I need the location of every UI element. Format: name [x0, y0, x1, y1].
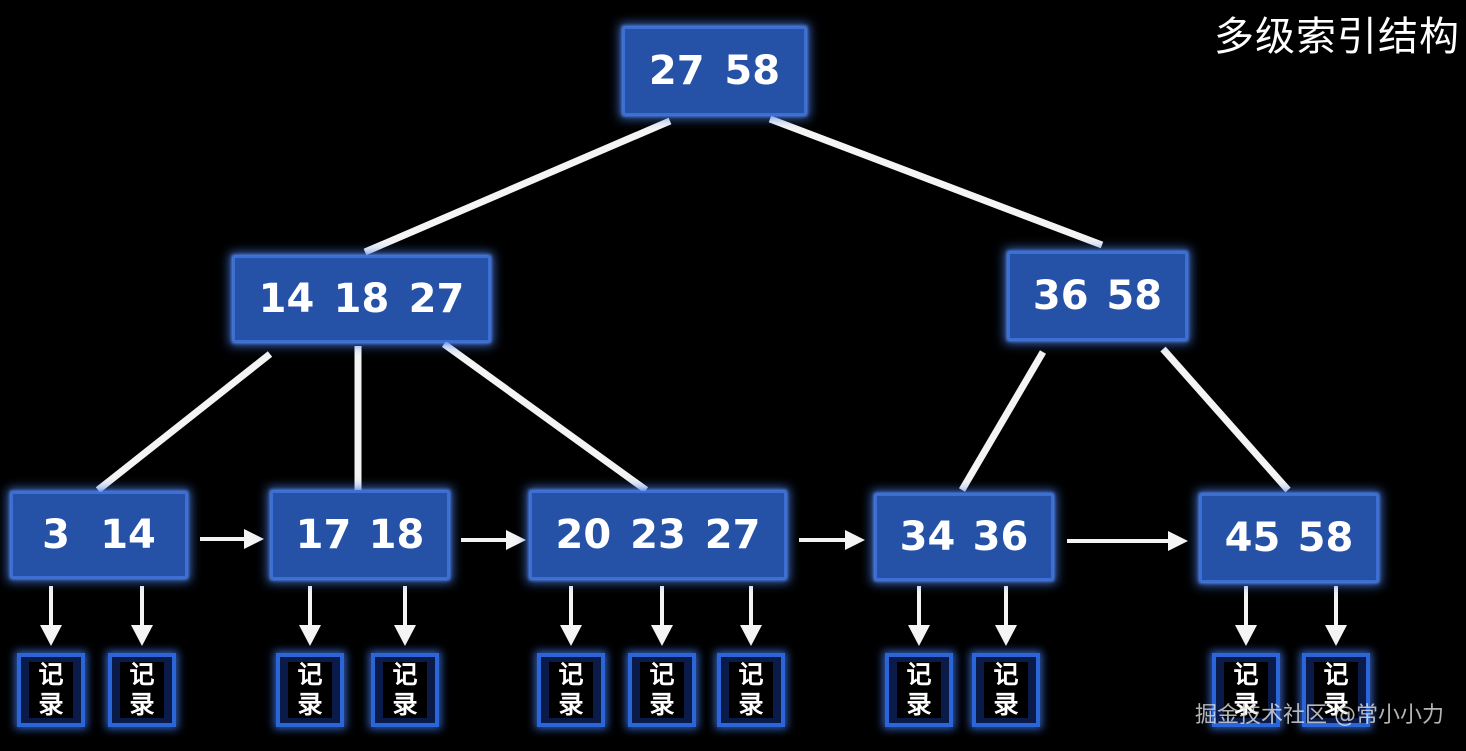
root-key-2: 58 — [724, 48, 781, 94]
leaf-4-key-1: 34 — [899, 514, 956, 560]
internal-node-left: 14 18 27 — [233, 256, 490, 342]
record-box: 记录 — [972, 653, 1040, 727]
leaf-link-arrow-4 — [1067, 531, 1188, 551]
leaf-node-3: 20 23 27 — [530, 491, 786, 579]
record-box-inner: 记录 — [288, 660, 332, 719]
record-label-char: 记 — [129, 660, 155, 689]
watermark: 掘金技术社区 @常小小力 — [1195, 703, 1444, 728]
record-label-char: 录 — [38, 690, 64, 719]
record-box-inner: 记录 — [1314, 660, 1358, 719]
leaf-link-arrow-3 — [799, 530, 865, 550]
internal-right-key-2: 58 — [1106, 273, 1163, 319]
leaf-2-key-1: 17 — [295, 512, 352, 558]
record-label-char: 记 — [1323, 660, 1349, 689]
leaf-4-key-2: 36 — [972, 514, 1029, 560]
record-label-char: 记 — [38, 660, 64, 689]
leaf-1-key-2: 14 — [100, 512, 156, 558]
record-label-char: 录 — [129, 690, 155, 719]
record-label-char: 录 — [392, 690, 418, 719]
internal-left-key-1: 14 — [258, 276, 315, 322]
record-pointer-arrow — [131, 586, 153, 646]
root-key-1: 27 — [648, 48, 705, 94]
edge-internal-right-to-leaf-5 — [1160, 346, 1291, 493]
record-label-char: 录 — [297, 690, 323, 719]
record-pointer-arrow — [995, 586, 1017, 646]
record-label-char: 录 — [649, 690, 675, 719]
record-pointer-arrow — [299, 586, 321, 646]
record-pointer-arrow — [651, 586, 673, 646]
edge-internal-right-to-leaf-4 — [958, 350, 1047, 492]
leaf-2-key-2: 18 — [368, 512, 425, 558]
record-label-char: 录 — [906, 690, 932, 719]
record-label-char: 记 — [649, 660, 675, 689]
record-label-char: 记 — [1233, 660, 1259, 689]
internal-right-key-1: 36 — [1032, 273, 1089, 319]
record-label-char: 录 — [993, 690, 1019, 719]
internal-left-key-2: 18 — [333, 276, 390, 322]
record-box: 记录 — [537, 653, 605, 727]
record-box: 记录 — [108, 653, 176, 727]
record-label-char: 录 — [1323, 690, 1349, 719]
record-label-char: 记 — [906, 660, 932, 689]
leaf-3-key-3: 27 — [704, 512, 761, 558]
leaf-3-key-1: 20 — [555, 512, 612, 558]
record-label-char: 记 — [392, 660, 418, 689]
internal-node-right: 36 58 — [1008, 252, 1187, 340]
leaf-link-arrow-2 — [461, 530, 526, 550]
leaf-node-4: 34 36 — [875, 494, 1053, 580]
record-pointer-arrows — [40, 586, 1347, 646]
root-node: 27 58 — [623, 27, 806, 115]
leaf-1-key-1: 3 — [42, 512, 70, 558]
record-pointer-arrow — [560, 586, 582, 646]
record-box-inner: 记录 — [29, 660, 73, 719]
leaf-5-key-1: 45 — [1224, 515, 1281, 561]
record-box: 记录 — [717, 653, 785, 727]
record-label-char: 记 — [993, 660, 1019, 689]
record-pointer-arrow — [40, 586, 62, 646]
record-pointer-arrow — [1325, 586, 1347, 646]
leaf-node-1: 3 14 — [11, 492, 187, 578]
record-label-char: 录 — [1233, 690, 1259, 719]
record-box: 记录 — [371, 653, 439, 727]
edge-root-to-internal-right — [768, 115, 1104, 249]
record-box: 记录 — [1212, 653, 1280, 727]
record-pointer-arrow — [394, 586, 416, 646]
record-box-inner: 记录 — [729, 660, 773, 719]
record-box: 记录 — [885, 653, 953, 727]
record-pointer-arrow — [740, 586, 762, 646]
record-box-inner: 记录 — [1224, 660, 1268, 719]
record-box: 记录 — [17, 653, 85, 727]
record-box-inner: 记录 — [120, 660, 164, 719]
record-box-inner: 记录 — [549, 660, 593, 719]
record-box-inner: 记录 — [640, 660, 684, 719]
leaf-node-2: 17 18 — [271, 491, 449, 579]
record-pointer-arrow — [908, 586, 930, 646]
record-label-char: 录 — [738, 690, 764, 719]
record-box: 记录 — [628, 653, 696, 727]
record-box-inner: 记录 — [383, 660, 427, 719]
record-box: 记录 — [276, 653, 344, 727]
edge-root-to-internal-left — [363, 117, 672, 256]
leaf-3-key-2: 23 — [630, 512, 686, 558]
edge-internal-left-to-leaf-3 — [441, 341, 649, 493]
leaf-5-key-2: 58 — [1297, 515, 1354, 561]
record-pointer-arrow — [1235, 586, 1257, 646]
record-label-char: 录 — [558, 690, 584, 719]
edge-internal-left-to-leaf-1 — [95, 351, 273, 493]
internal-left-key-3: 27 — [408, 276, 465, 322]
record-label-char: 记 — [297, 660, 323, 689]
record-box-inner: 记录 — [897, 660, 941, 719]
record-label-char: 记 — [558, 660, 584, 689]
leaf-link-arrow-1 — [200, 529, 264, 549]
diagram-title: 多级索引结构 — [1214, 14, 1460, 60]
record-label-char: 记 — [738, 660, 764, 689]
record-box: 记录 — [1302, 653, 1370, 727]
leaf-node-5: 45 58 — [1200, 494, 1378, 582]
record-box-inner: 记录 — [984, 660, 1028, 719]
